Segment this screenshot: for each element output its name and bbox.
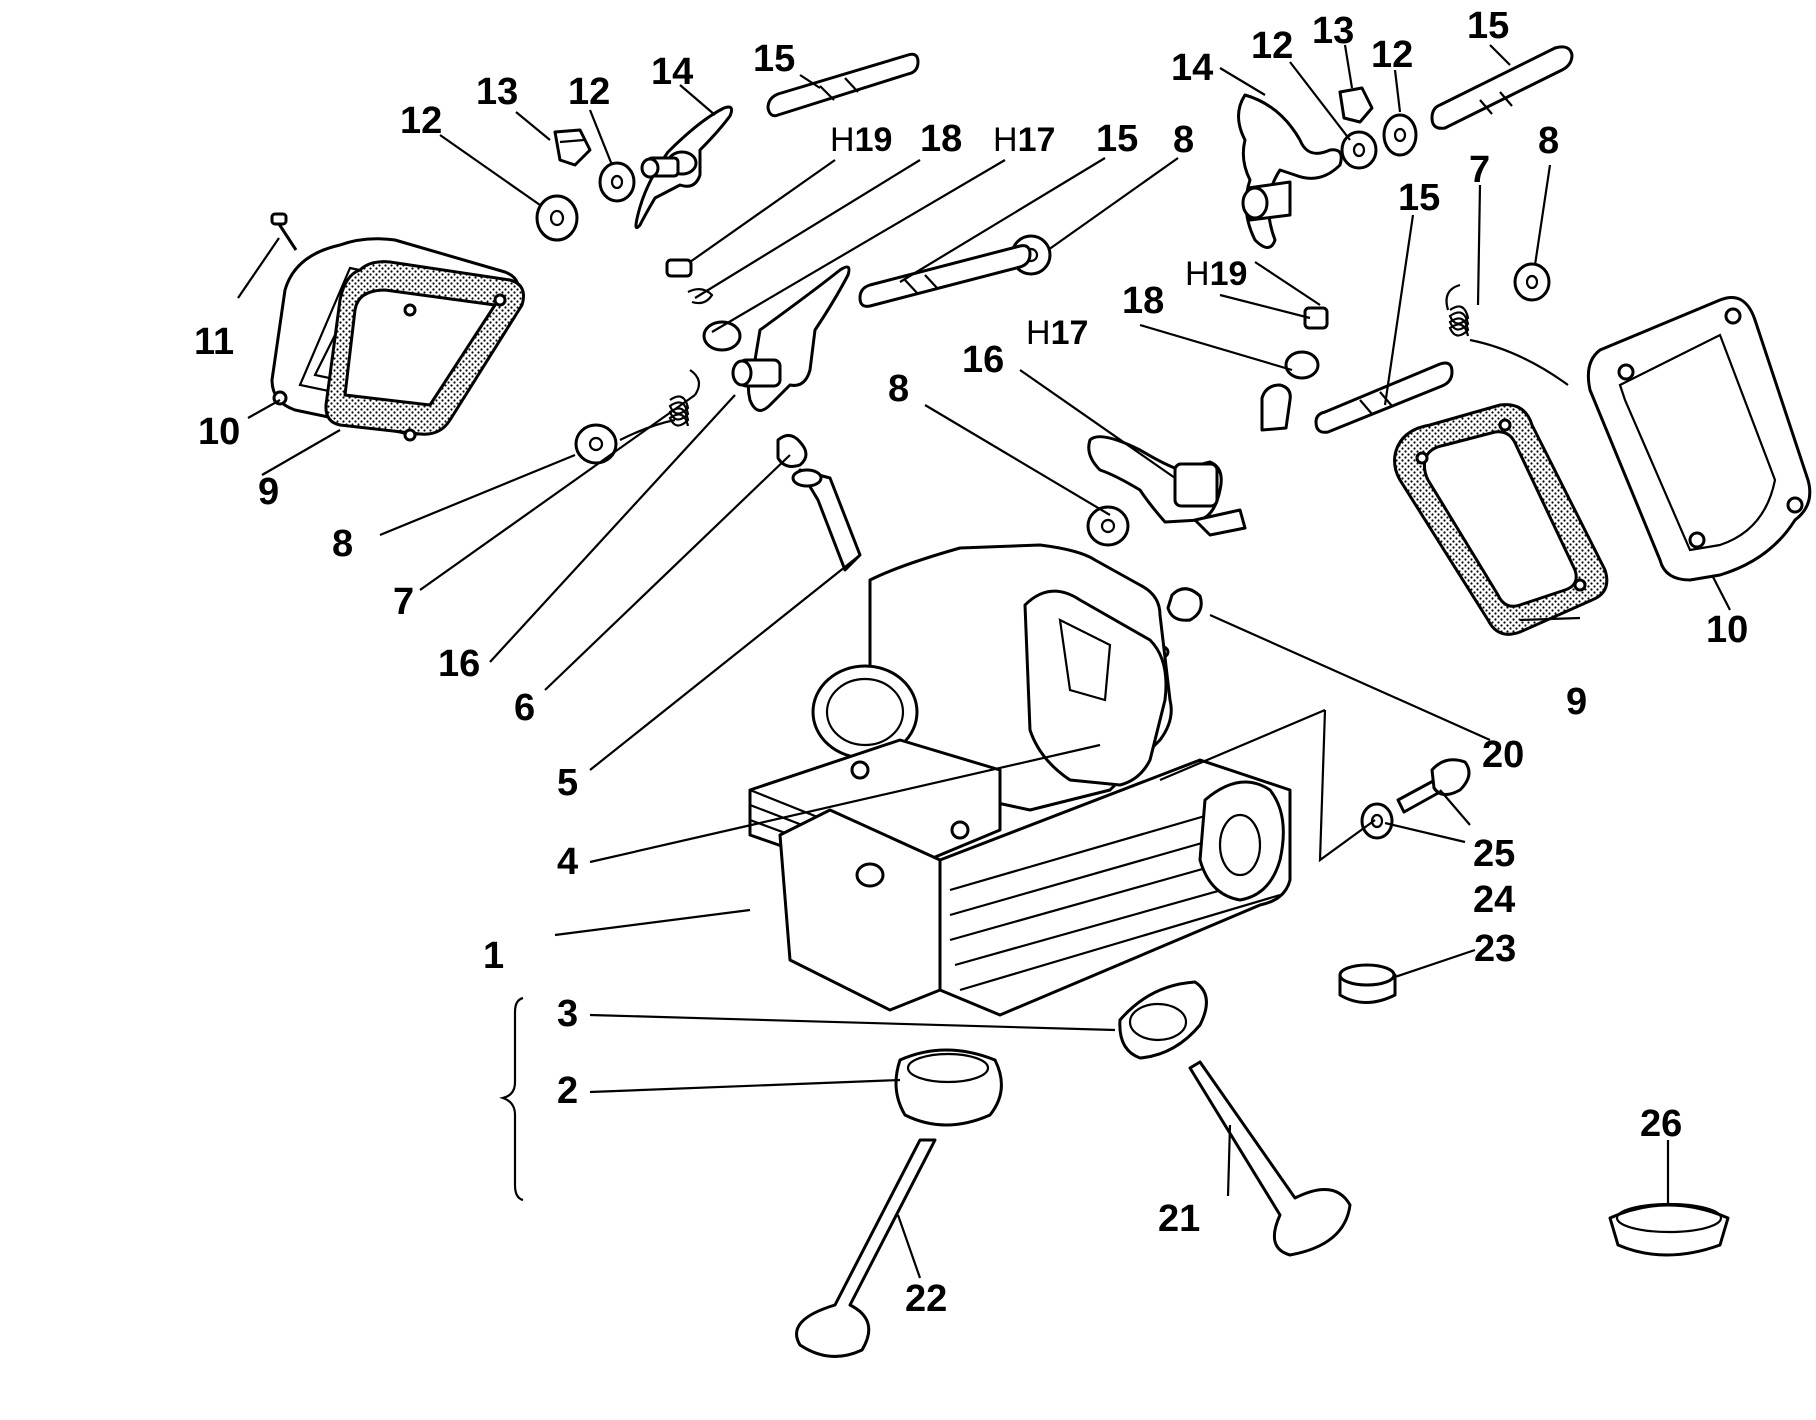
right-small-parts xyxy=(1260,306,1329,432)
leader-lines xyxy=(237,44,1731,1279)
label-16-right: 16 xyxy=(962,339,1004,381)
label-26: 26 xyxy=(1640,1103,1682,1145)
right-rocker-lower xyxy=(1087,435,1247,537)
cylinder-head xyxy=(748,543,1292,1017)
label-6: 6 xyxy=(514,687,535,729)
label-9-right: 9 xyxy=(1566,681,1587,723)
label-17-right: H17 xyxy=(1026,314,1088,352)
label-15-a: 15 xyxy=(753,38,795,80)
label-13-left: 13 xyxy=(476,71,518,113)
left-spring xyxy=(619,369,701,441)
left-bushing xyxy=(553,128,592,167)
label-13-right: 13 xyxy=(1312,10,1354,52)
label-23: 23 xyxy=(1474,928,1516,970)
right-spring xyxy=(1445,283,1569,386)
label-11: 11 xyxy=(194,321,234,363)
label-19-right: H19 xyxy=(1185,255,1247,293)
right-rocker-upper xyxy=(1237,93,1343,249)
label-20: 20 xyxy=(1482,734,1524,776)
right-shafts xyxy=(1314,45,1574,434)
bolt-25 xyxy=(1396,758,1471,814)
label-24: 24 xyxy=(1473,879,1515,921)
label-5: 5 xyxy=(557,762,578,804)
label-15-c: 15 xyxy=(1467,5,1509,47)
label-21: 21 xyxy=(1158,1198,1200,1240)
label-18-right: 18 xyxy=(1122,280,1164,322)
label-12-d: 12 xyxy=(1371,34,1413,76)
left-small-parts xyxy=(665,258,742,352)
label-9-left: 9 xyxy=(258,471,279,513)
right-cover-gasket xyxy=(1393,403,1609,636)
label-10-left: 10 xyxy=(198,411,240,453)
label-7-right: 7 xyxy=(1469,149,1490,191)
left-rocker-lower xyxy=(731,265,851,412)
valve-22 xyxy=(795,1138,937,1358)
label-7-left: 7 xyxy=(393,581,414,623)
label-1: 1 xyxy=(483,935,504,977)
left-shafts xyxy=(766,52,1032,308)
label-25: 25 xyxy=(1473,833,1515,875)
right-washers xyxy=(1086,113,1551,547)
label-12-c: 12 xyxy=(1251,25,1293,67)
left-rocker-upper xyxy=(634,105,733,230)
label-12-a: 12 xyxy=(400,100,442,142)
label-8-left-top: 8 xyxy=(1173,119,1194,161)
label-18-left: 18 xyxy=(920,118,962,160)
left-cover-screw xyxy=(270,212,298,251)
label-12-b: 12 xyxy=(568,71,610,113)
plug-23 xyxy=(1338,963,1397,1004)
label-2: 2 xyxy=(557,1070,578,1112)
valve-seat-2 xyxy=(894,1048,1003,1127)
right-bushing xyxy=(1338,86,1374,124)
callout-labels: 1 2 3 4 5 6 7 7 8 8 8 8 9 9 10 10 11 12 … xyxy=(194,5,1748,1320)
left-cover-gasket xyxy=(324,260,525,442)
label-22: 22 xyxy=(905,1278,947,1320)
label-3: 3 xyxy=(557,993,578,1035)
label-14-right: 14 xyxy=(1171,47,1213,89)
label-15-d: 15 xyxy=(1398,177,1440,219)
label-14-left: 14 xyxy=(651,51,693,93)
cup-26 xyxy=(1608,1202,1730,1257)
label-4: 4 xyxy=(557,841,578,883)
right-valve-cover xyxy=(1586,296,1812,582)
label-10-right: 10 xyxy=(1706,609,1748,651)
valve-seat-1 xyxy=(1118,980,1208,1060)
label-15-b: 15 xyxy=(1096,118,1138,160)
label-17-left: H17 xyxy=(993,121,1055,159)
label-16-left: 16 xyxy=(438,643,480,685)
label-8-left-bottom: 8 xyxy=(332,523,353,565)
label-8-right: 8 xyxy=(1538,120,1559,162)
washer-24 xyxy=(1360,802,1394,840)
label-8-middle: 8 xyxy=(888,368,909,410)
valve-21 xyxy=(1188,1060,1352,1257)
label-19-left: H19 xyxy=(830,121,892,159)
